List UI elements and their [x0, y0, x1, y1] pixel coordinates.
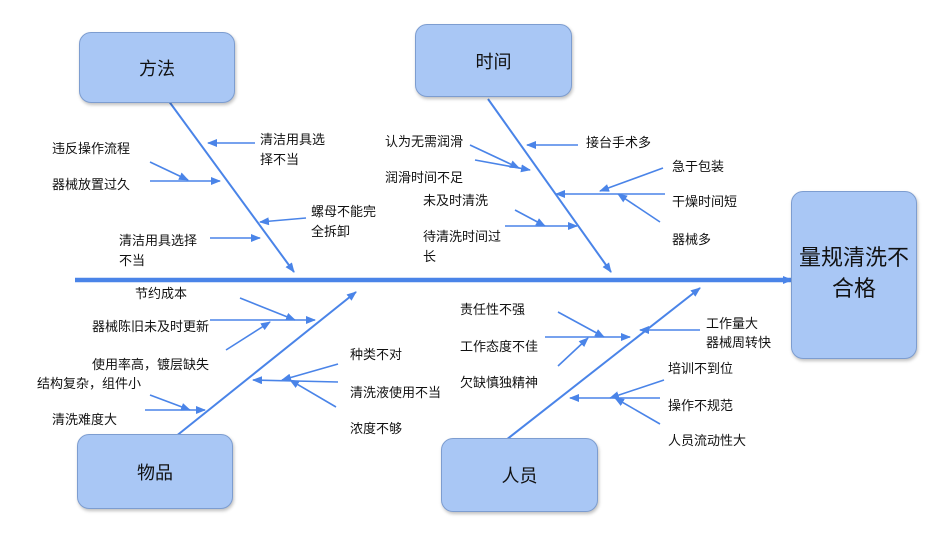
- cause-time-2: 接台手术多: [586, 136, 652, 151]
- category-people: 人员: [441, 438, 598, 512]
- cause-people-6: 培训不到位: [668, 362, 734, 377]
- rib-material-7: [252, 376, 339, 385]
- rib-material-3: [225, 321, 271, 351]
- rib-time-7: [514, 209, 546, 227]
- cause-material-1: 节约成本: [135, 287, 188, 302]
- cause-material-6: 种类不对: [350, 348, 403, 363]
- rib-time-4: [599, 167, 664, 192]
- bone-method: [167, 99, 295, 273]
- cause-material-4: 结构复杂，组件小: [37, 377, 142, 392]
- cause-time-3: 急于包装: [672, 160, 725, 175]
- cause-people-2: 工作态度不佳: [460, 340, 539, 355]
- cause-time-6: 干燥时间短: [672, 195, 738, 210]
- bone-time: [487, 98, 612, 273]
- cause-material-3: 使用率高，镀层缺失: [92, 358, 210, 373]
- cause-method-3: 清洁用具选择不当: [260, 133, 326, 168]
- cause-material-2: 器械陈旧未及时更新: [92, 320, 210, 335]
- cause-people-4: 工作量大: [706, 317, 759, 332]
- cause-people-8: 人员流动性大: [668, 434, 747, 449]
- category-material: 物品: [77, 434, 233, 509]
- cause-material-5: 清洗难度大: [52, 413, 118, 428]
- cause-method-2: 器械放置过久: [52, 178, 131, 193]
- rib-time-6: [617, 193, 661, 223]
- cause-material-8: 浓度不够: [350, 422, 403, 437]
- cause-material-7: 清洗液使用不当: [350, 386, 442, 401]
- cause-method-1: 违反操作流程: [52, 142, 131, 157]
- rib-time-1: [469, 144, 520, 169]
- cause-time-7: 待清洗时间过长: [423, 230, 502, 265]
- rib-method-4: [259, 217, 307, 226]
- rib-people-7: [614, 397, 661, 425]
- cause-time-4: 润滑时间不足: [385, 171, 464, 186]
- rib-material-8: [289, 379, 337, 408]
- rib-people-1: [557, 311, 605, 338]
- cause-people-5: 器械周转快: [706, 336, 772, 351]
- cause-time-8: 器械多: [672, 233, 712, 248]
- rib-material-6: [281, 363, 339, 382]
- cause-people-3: 欠缺慎独精神: [460, 376, 539, 391]
- category-time: 时间: [415, 24, 572, 97]
- cause-people-1: 责任性不强: [460, 303, 526, 318]
- cause-time-1: 认为无需润滑: [385, 135, 464, 150]
- rib-people-5: [609, 379, 665, 399]
- rib-time-2: [474, 159, 531, 173]
- bone-people: [505, 287, 701, 441]
- rib-people-3: [557, 337, 589, 367]
- rib-material-4: [149, 394, 191, 411]
- rib-method-1: [149, 161, 189, 181]
- category-method: 方法: [79, 32, 235, 103]
- effect-box: 量规清洗不合格: [791, 191, 917, 359]
- cause-method-5: 清洁用具选择不当: [119, 234, 198, 269]
- cause-method-4: 螺母不能完全拆卸: [311, 205, 377, 240]
- cause-time-5: 未及时清洗: [423, 194, 489, 209]
- cause-people-7: 操作不规范: [668, 399, 734, 414]
- rib-material-1: [239, 297, 296, 321]
